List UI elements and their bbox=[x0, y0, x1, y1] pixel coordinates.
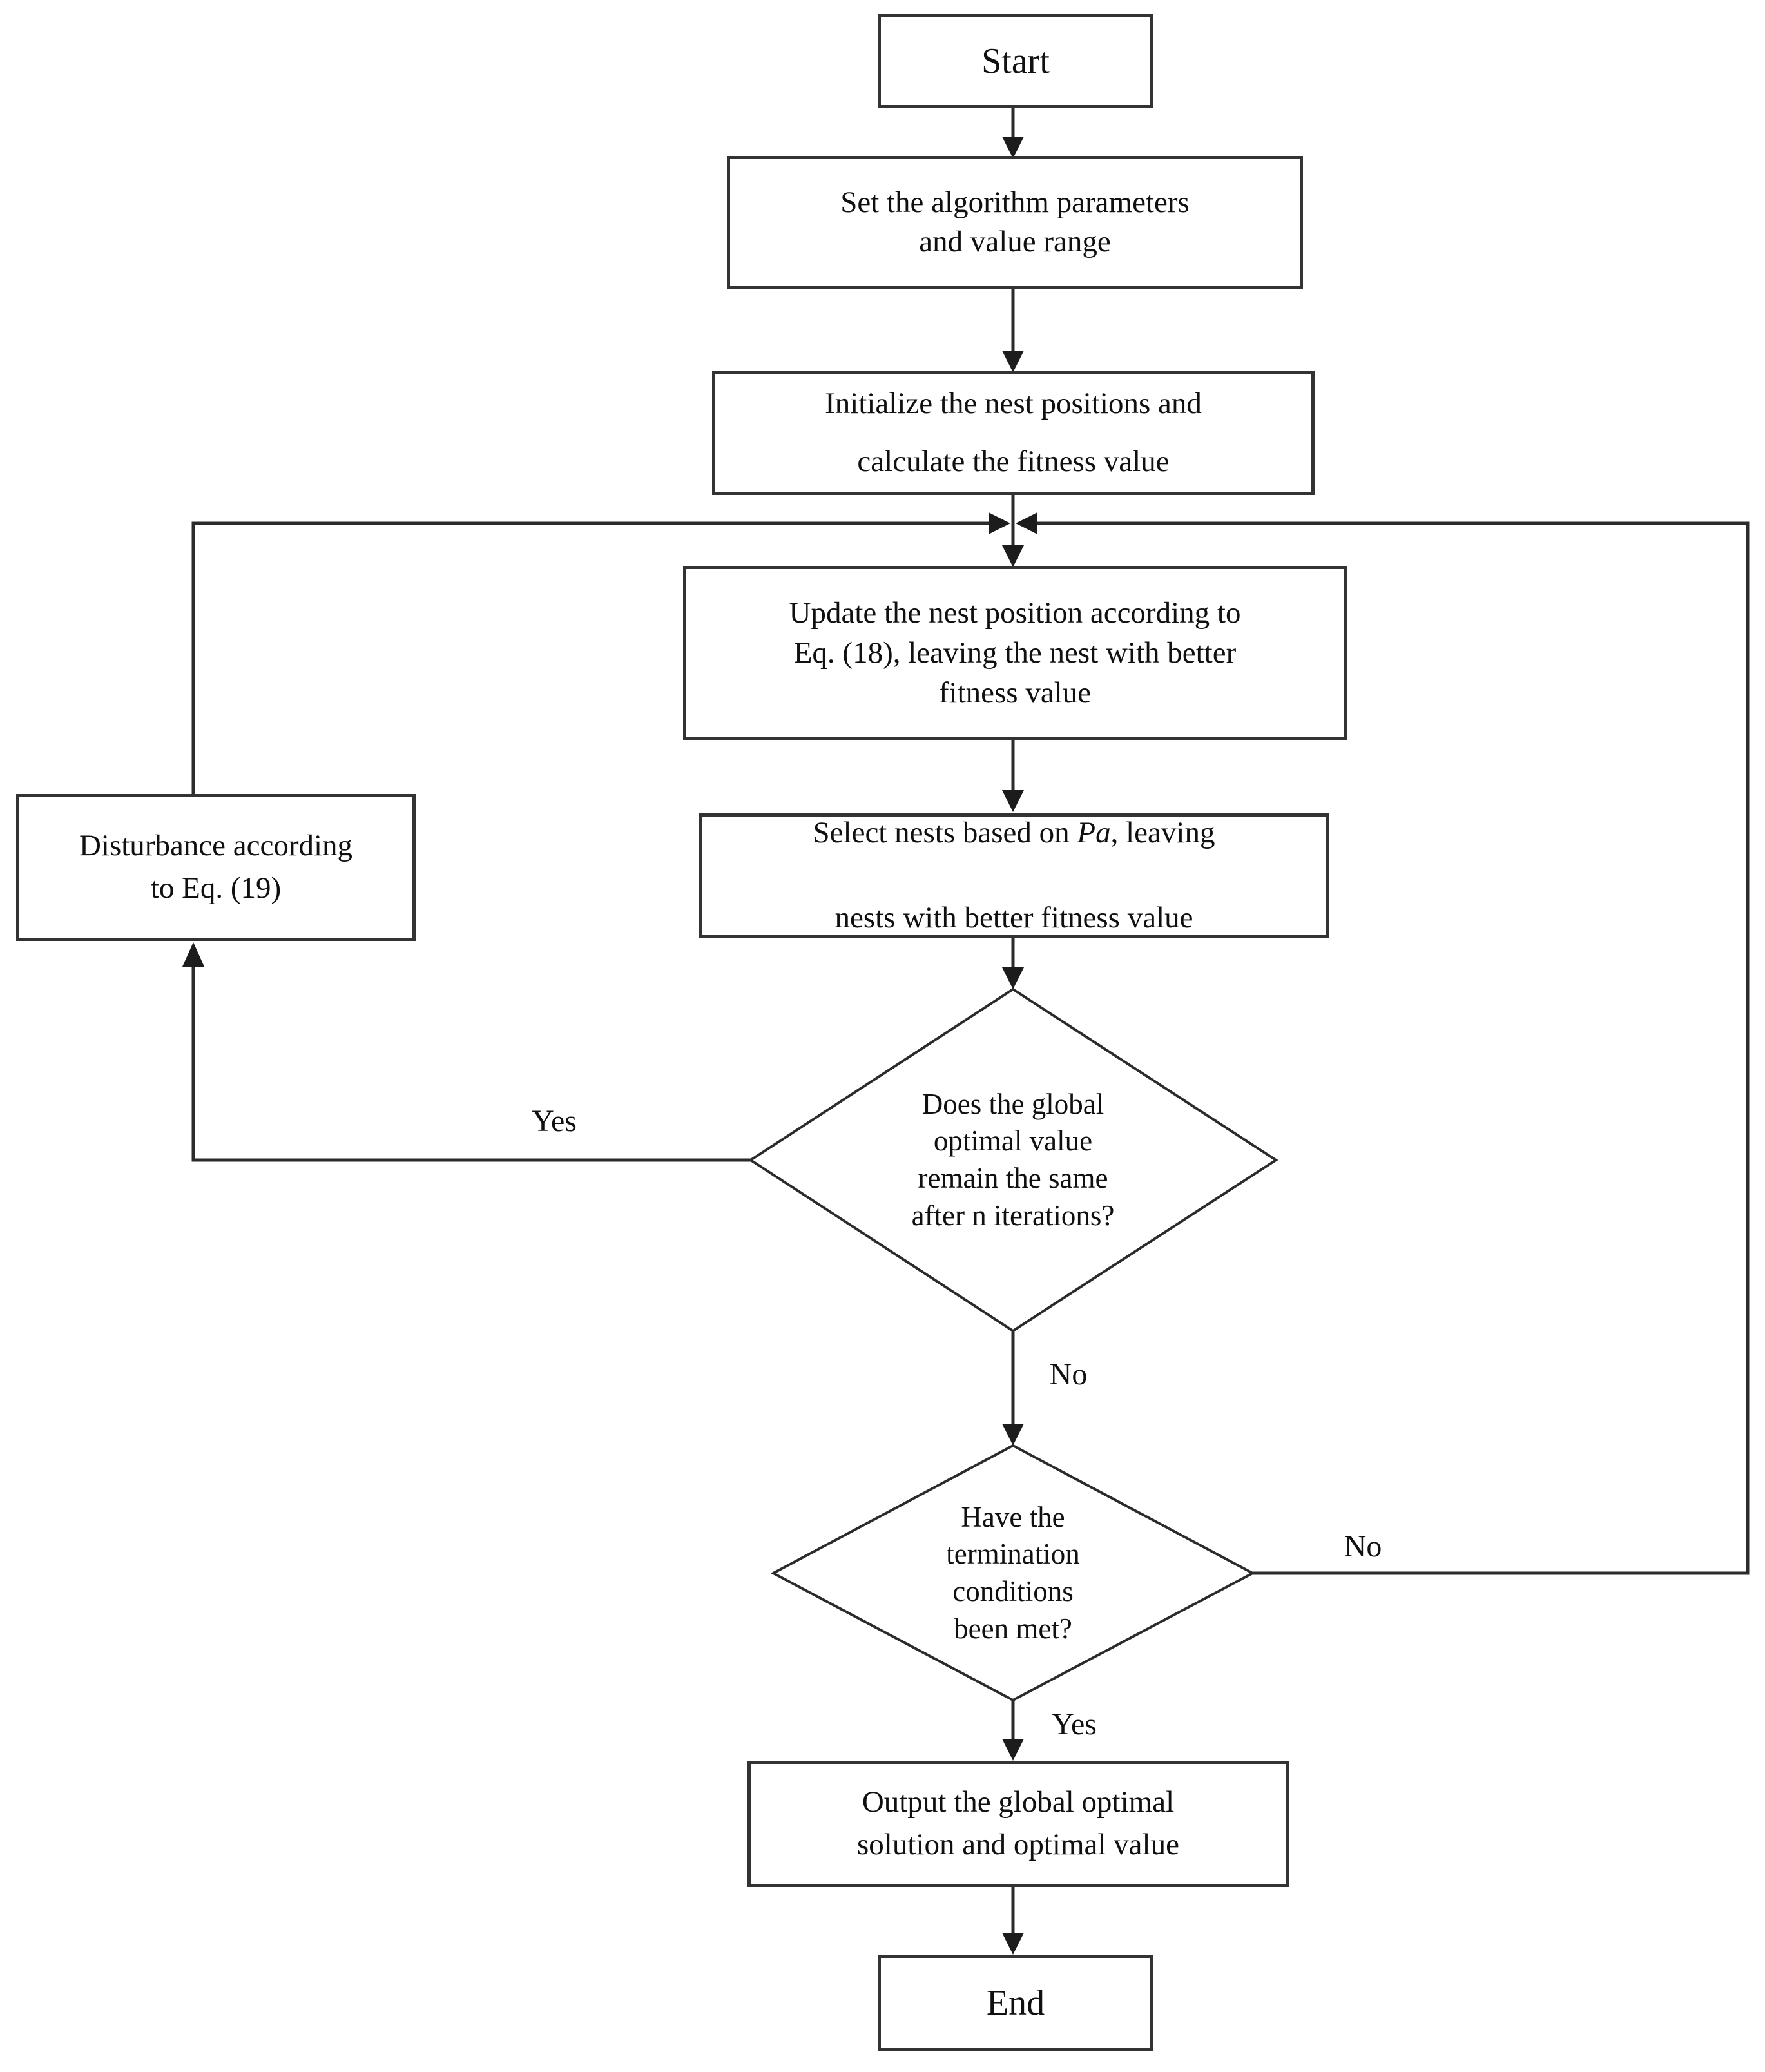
arrowhead-into-select bbox=[1002, 790, 1024, 812]
arrowhead-into-disturbance bbox=[182, 942, 204, 967]
update-nest-node: Update the nest position according to Eq… bbox=[683, 566, 1347, 740]
arrowhead-into-stagnation bbox=[1002, 967, 1024, 989]
edge-stagnation-disturbance bbox=[191, 967, 751, 1162]
termination-diamond-shape bbox=[770, 1444, 1256, 1702]
output-node: Output the global optimal solution and o… bbox=[747, 1761, 1289, 1887]
yes-label-stagnation: Yes bbox=[532, 1104, 577, 1138]
select-nests-node: Select nests based on Pa, leaving nests … bbox=[699, 813, 1329, 938]
arrowhead-into-initialize bbox=[1002, 351, 1024, 373]
set-parameters-label: Set the algorithm parameters and value r… bbox=[840, 185, 1190, 258]
output-label: Output the global optimal solution and o… bbox=[857, 1785, 1179, 1861]
arrowheads bbox=[182, 137, 1037, 1955]
disturbance-label: Disturbance according to Eq. (19) bbox=[79, 829, 353, 905]
flow-lines bbox=[191, 108, 1750, 1933]
initialize-nests-node: Initialize the nest positions and calcul… bbox=[712, 371, 1315, 495]
edge-termination-junction bbox=[1037, 521, 1750, 1575]
decision-shapes bbox=[748, 987, 1278, 1702]
arrowhead-into-output bbox=[1002, 1739, 1024, 1761]
initialize-nests-label: Initialize the nest positions and calcul… bbox=[825, 387, 1202, 478]
stagnation-decision-text: Does the global optimal value remain the… bbox=[911, 1087, 1115, 1232]
stagnation-diamond-shape bbox=[748, 987, 1278, 1333]
edge-disturbance-junction bbox=[191, 521, 989, 794]
no-label-stagnation: No bbox=[1049, 1357, 1088, 1391]
select-nests-label: Select nests based on Pa, leaving nests … bbox=[807, 770, 1222, 982]
arrowhead-junction-right bbox=[1016, 512, 1037, 534]
start-label: Start bbox=[981, 41, 1050, 81]
arrowhead-into-setparams bbox=[1002, 137, 1024, 159]
end-label: End bbox=[986, 1982, 1045, 2023]
yes-label-termination: Yes bbox=[1052, 1707, 1097, 1741]
disturbance-node: Disturbance according to Eq. (19) bbox=[16, 794, 416, 941]
arrowhead-into-termination bbox=[1002, 1424, 1024, 1446]
termination-decision-text: Have the termination conditions been met… bbox=[946, 1500, 1080, 1645]
arrowhead-junction-left bbox=[989, 512, 1010, 534]
arrowhead-into-update bbox=[1002, 545, 1024, 567]
no-label-termination: No bbox=[1344, 1529, 1382, 1564]
set-parameters-node: Set the algorithm parameters and value r… bbox=[727, 156, 1303, 289]
select-nests-line1: Select nests based on Pa, leaving bbox=[813, 816, 1215, 850]
end-node: End bbox=[878, 1955, 1153, 2051]
pa-italic: Pa bbox=[1077, 816, 1111, 850]
select-nests-line2: nests with better fitness value bbox=[834, 900, 1193, 934]
start-node: Start bbox=[878, 14, 1153, 108]
arrowhead-into-end bbox=[1002, 1933, 1024, 1955]
update-nest-label: Update the nest position according to Eq… bbox=[789, 595, 1241, 710]
